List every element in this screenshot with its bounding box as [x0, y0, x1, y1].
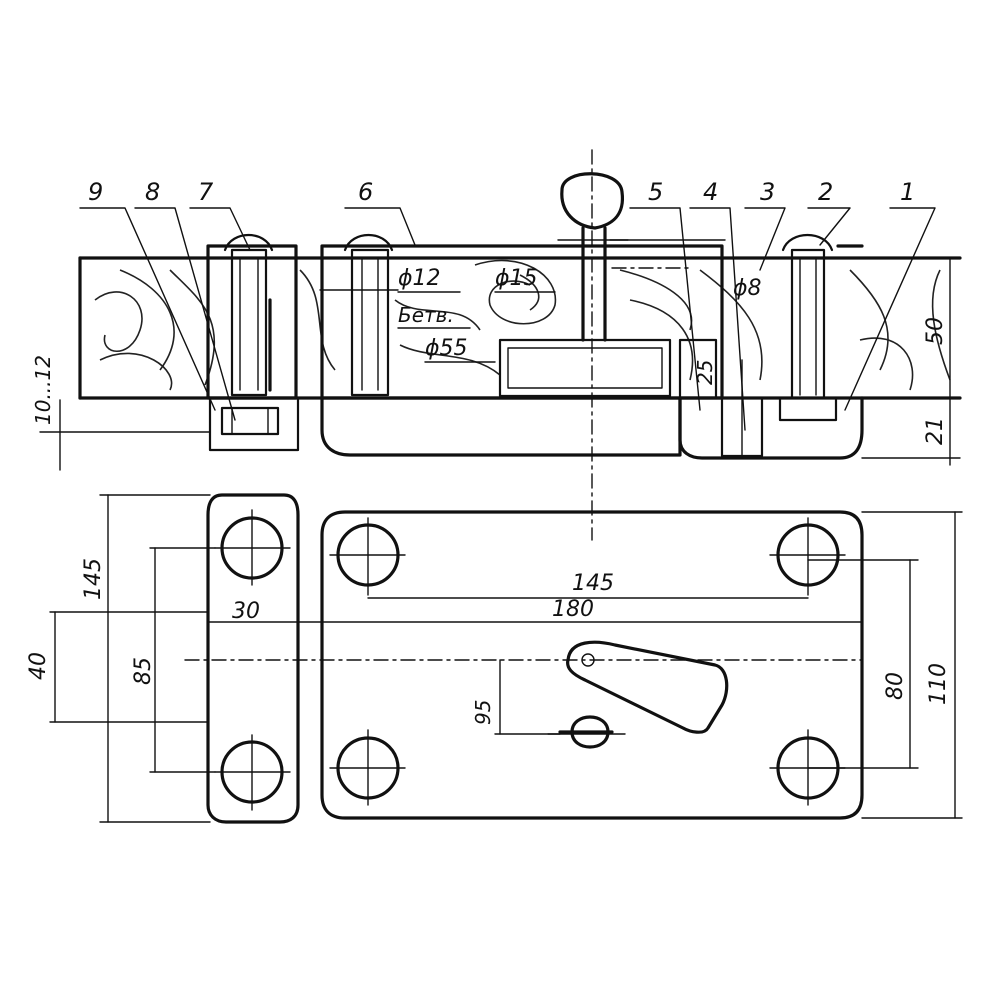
dim-145-vertical: 145: [81, 558, 106, 600]
plan-view: 145 85 40 30 145 180 95: [26, 493, 963, 824]
dim-gap: 10...12: [31, 355, 55, 425]
section-dimensions: 10...12 50 21: [31, 257, 961, 471]
callout-5: 5: [648, 178, 663, 206]
callout-group: 9 8 7 6 5 4 3 2 1: [79, 178, 936, 431]
strike-plate-plan: [206, 493, 300, 824]
dim-110: 110: [926, 663, 951, 705]
dim-80: 80: [883, 672, 908, 700]
dim-145-horizontal: 145: [572, 571, 614, 596]
latch-body-section: [320, 172, 726, 457]
keeper-bracket: [678, 234, 864, 460]
callout-2: 2: [818, 178, 833, 206]
callout-6: 6: [358, 178, 373, 206]
callout-7: 7: [198, 178, 214, 206]
dim-30: 30: [232, 599, 260, 624]
section-view: 9 8 7 6 5 4 3 2 1 ϕ12 ϕ15 ϕ8 Бетв. ϕ55: [31, 149, 962, 541]
dim-95: 95: [471, 700, 495, 725]
callout-8: 8: [145, 178, 160, 206]
callout-3: 3: [760, 178, 775, 206]
dim-h50: 50: [923, 317, 948, 345]
label-d55: ϕ55: [425, 336, 468, 361]
dim-h21: 21: [923, 417, 948, 445]
dim-40: 40: [26, 652, 51, 680]
label-betw: Бетв.: [398, 303, 454, 327]
plan-dimensions: 145 85 40 30 145 180 95: [26, 494, 963, 823]
section-labels: ϕ12 ϕ15 ϕ8 Бетв. ϕ55 25: [319, 266, 762, 385]
strike-plate: [206, 234, 300, 452]
label-h25: 25: [693, 360, 717, 385]
callout-9: 9: [88, 178, 103, 206]
dim-85: 85: [131, 657, 156, 685]
callout-4: 4: [703, 178, 718, 206]
dim-180: 180: [552, 597, 594, 622]
label-d8: ϕ8: [733, 276, 762, 301]
label-d15: ϕ15: [495, 266, 538, 291]
label-d12: ϕ12: [398, 266, 441, 291]
callout-1: 1: [900, 178, 915, 206]
latch-body-plan: [184, 510, 864, 820]
